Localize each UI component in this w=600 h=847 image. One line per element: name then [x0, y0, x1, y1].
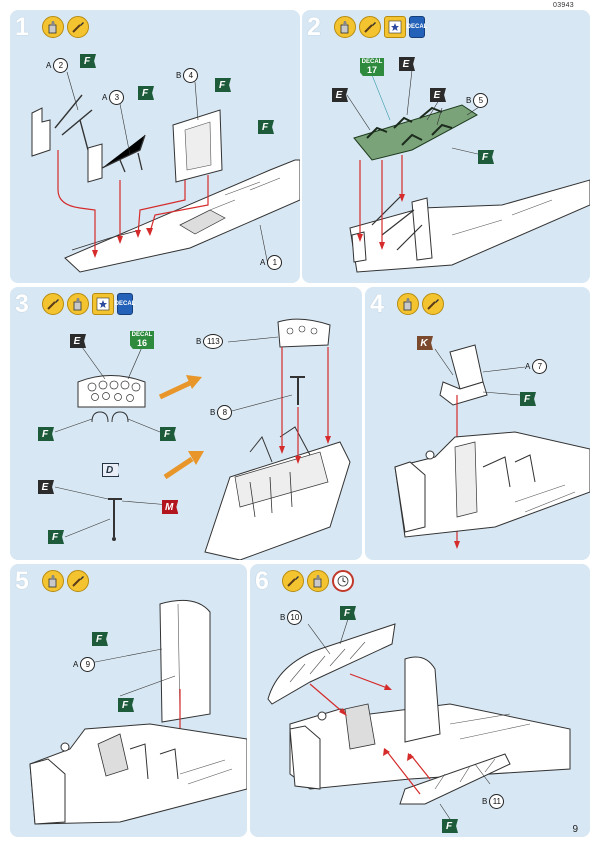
paint-flag-E: E: [70, 334, 86, 348]
paint-flag-F: F: [138, 86, 154, 100]
step-number: 2: [307, 13, 321, 41]
step-number: 6: [255, 567, 269, 595]
part-number: 4: [183, 68, 199, 83]
part-number: 3: [109, 90, 125, 105]
paint-flag-D: D: [102, 463, 120, 477]
glue-icon: [397, 293, 419, 315]
part-number: 113: [203, 334, 224, 349]
decal-number: 17: [366, 65, 377, 75]
paint-flag-F: F: [340, 606, 356, 620]
paint-flag-F: F: [215, 78, 231, 92]
sprue-letter: A: [525, 362, 531, 371]
part-number: 7: [532, 359, 548, 374]
step-number: 3: [15, 290, 29, 318]
part-number: 1: [267, 255, 283, 270]
brush-icon: [67, 570, 89, 592]
brush-icon: [359, 16, 381, 38]
paint-flag-E: E: [399, 57, 415, 71]
brush-icon: [282, 570, 304, 592]
brush-icon: [42, 293, 64, 315]
sprue-letter: B: [196, 337, 202, 346]
paint-flag-F: F: [442, 819, 458, 833]
paint-flag-F: F: [38, 427, 54, 441]
glue-icon: [307, 570, 329, 592]
step-4-illustration: [394, 344, 590, 549]
decal-apply-icon: [384, 16, 406, 38]
glue-icon: [42, 16, 64, 38]
part-number: 10: [287, 610, 303, 625]
paint-flag-K: K: [417, 336, 433, 350]
paint-flag-E: E: [430, 88, 446, 102]
paint-flag-F: F: [258, 120, 274, 134]
brush-icon: [422, 293, 444, 315]
step-5-illustration: [29, 599, 247, 825]
sprue-letter: B: [482, 797, 488, 806]
part-number: 8: [217, 405, 233, 420]
sprue-letter: A: [46, 61, 52, 70]
page-number: 9: [572, 824, 578, 835]
step-6-illustration: [267, 618, 571, 820]
step-1-illustration: [31, 71, 300, 273]
part-number: 11: [489, 794, 505, 809]
sprue-letter: A: [73, 660, 79, 669]
decal-label: DECAL: [131, 332, 153, 338]
decal-fluid-icon: DECAL: [115, 293, 135, 315]
sprue-letter: A: [102, 93, 108, 102]
paint-flag-E: E: [332, 88, 348, 102]
paint-flag-M: M: [162, 500, 179, 514]
glue-icon: [42, 570, 64, 592]
paint-flag-F: F: [520, 392, 536, 406]
step-number: 5: [15, 567, 29, 595]
paint-flag-F: F: [118, 698, 134, 712]
step-number: 1: [15, 13, 29, 41]
paint-flag-F: F: [92, 632, 108, 646]
decal-number: 16: [136, 338, 147, 348]
sprue-letter: A: [260, 258, 266, 267]
part-number: 9: [80, 657, 96, 672]
paint-flag-F: F: [80, 54, 96, 68]
step-number: 4: [370, 290, 384, 318]
decal-fluid-icon: DECAL: [407, 16, 427, 38]
step-3-illustration: [54, 318, 351, 560]
decal-label: DECAL: [361, 59, 383, 65]
sprue-letter: B: [176, 71, 182, 80]
kit-code: 03943: [553, 2, 574, 9]
sprue-letter: B: [280, 613, 286, 622]
step-2-illustration: [346, 69, 590, 273]
paint-flag-F: F: [48, 530, 64, 544]
sprue-letter: B: [466, 96, 472, 105]
glue-icon: [334, 16, 356, 38]
sprue-letter: B: [210, 408, 216, 417]
part-number: 5: [473, 93, 489, 108]
clock-icon: [332, 570, 354, 592]
glue-icon: [67, 293, 89, 315]
paint-flag-F: F: [478, 150, 494, 164]
part-number: 2: [53, 58, 69, 73]
decal-apply-icon: [92, 293, 114, 315]
step-3-panel: 3 DECAL: [10, 287, 362, 560]
paint-flag-F: F: [160, 427, 176, 441]
brush-icon: [67, 16, 89, 38]
paint-flag-E: E: [38, 480, 54, 494]
